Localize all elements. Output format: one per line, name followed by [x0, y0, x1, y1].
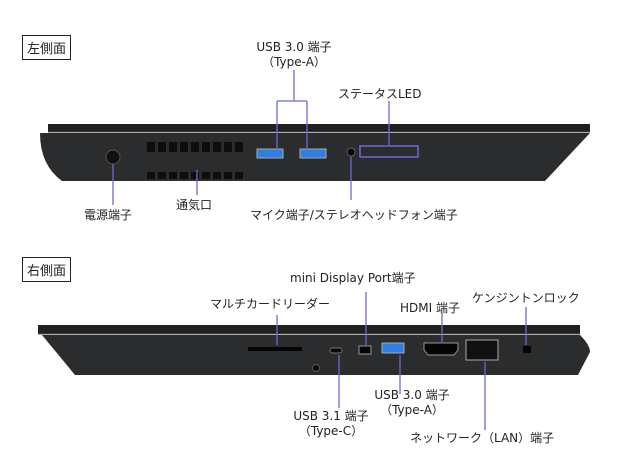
left-leader-lines	[112, 70, 390, 205]
mini-dp-label: mini Display Port端子	[290, 271, 416, 285]
kensington-slot	[523, 346, 531, 353]
usb30-label-line2: （Type-A）	[262, 55, 326, 69]
vent-slot	[191, 142, 199, 152]
usb30-label-line1: USB 3.0 端子	[256, 40, 332, 54]
vent-slot	[158, 142, 166, 152]
usb30-right-line2: （Type-A）	[380, 403, 444, 417]
vent-slot	[147, 142, 155, 152]
vent-slot	[235, 172, 243, 179]
vent-label: 通気口	[176, 198, 213, 212]
left-side-title: 左側面	[22, 35, 72, 60]
status-led-area	[359, 145, 419, 158]
right-side-title: 右側面	[22, 257, 72, 282]
kensington-label: ケンジントンロック	[472, 291, 580, 305]
usb30-label-left: USB 3.0 端子 （Type-A）	[244, 40, 344, 70]
vent-slot	[169, 142, 177, 152]
status-led-label: ステータスLED	[338, 87, 422, 101]
vent-slot	[147, 172, 155, 179]
vent-slot	[213, 142, 221, 152]
usb-c-port	[329, 347, 343, 354]
lan-label: ネットワーク（LAN）端子	[410, 431, 555, 445]
vent-slot	[191, 172, 199, 179]
vent-slot	[180, 142, 188, 152]
usb-a-port-1	[256, 148, 284, 159]
usb31-label: USB 3.1 端子 （Type-C）	[286, 409, 376, 439]
usb30-right-line1: USB 3.0 端子	[374, 388, 450, 402]
vent-slot	[224, 142, 232, 152]
card-reader-slot	[248, 347, 302, 351]
lan-port	[465, 339, 499, 361]
vent-slot	[202, 172, 210, 179]
usb-a-port-2	[299, 148, 327, 159]
card-reader-label: マルチカードリーダー	[210, 297, 331, 311]
vent-slot	[202, 142, 210, 152]
usb-a-port-right	[381, 342, 405, 354]
vent-slot	[158, 172, 166, 179]
power-jack	[105, 149, 121, 165]
vent-slot	[213, 172, 221, 179]
mic-hole	[312, 364, 320, 372]
audio-jack	[346, 147, 356, 157]
right-leader-lines	[276, 292, 527, 430]
power-jack-label: 電源端子	[84, 208, 133, 222]
vent-slot	[224, 172, 232, 179]
audio-jack-label: マイク端子/ステレオヘッドフォン端子	[250, 208, 458, 222]
hdmi-label: HDMI 端子	[400, 301, 460, 315]
vent-slot	[180, 172, 188, 179]
usb30-label-right: USB 3.0 端子 （Type-A）	[370, 388, 454, 418]
vent-slot	[169, 172, 177, 179]
usb31-line2: （Type-C）	[298, 424, 364, 438]
vent-slot	[235, 142, 243, 152]
mini-dp-port	[358, 345, 372, 355]
vent	[147, 142, 243, 179]
usb31-line1: USB 3.1 端子	[293, 409, 369, 423]
hdmi-port	[423, 342, 459, 356]
